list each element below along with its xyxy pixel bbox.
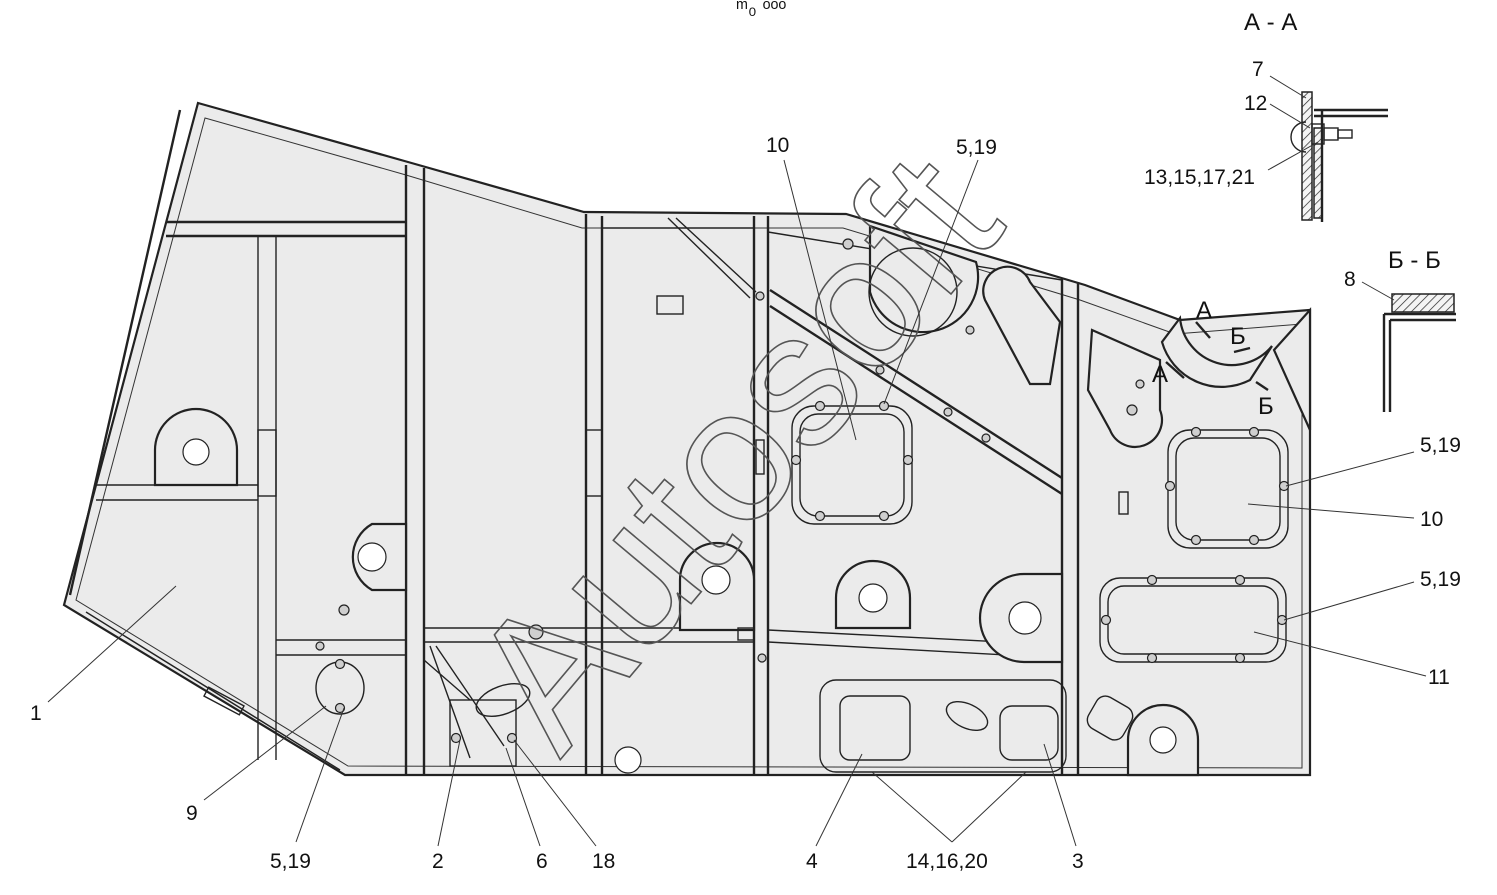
callout-labels: 1 9 5,19 2 6 18 4 14,16,20 3 10 5,19 5,1… xyxy=(30,58,1461,873)
cutouts xyxy=(203,295,1129,716)
callout-5-19-right-b: 5,19 xyxy=(1420,568,1461,591)
callout-14-16-20: 14,16,20 xyxy=(906,850,988,873)
callout-11: 11 xyxy=(1428,666,1450,689)
callout-2: 2 xyxy=(432,850,444,873)
diagonal-beam xyxy=(667,217,1063,496)
callout-12: 12 xyxy=(1244,92,1267,115)
callout-10-top: 10 xyxy=(766,134,789,157)
top-mark: ᵐ₀ ᵒᵒᵒ xyxy=(736,0,786,19)
callout-10-right: 10 xyxy=(1420,508,1443,531)
callout-5-19-bottom: 5,19 xyxy=(270,850,311,873)
section-aa-detail: А - А xyxy=(1244,9,1388,222)
callout-8: 8 xyxy=(1344,268,1356,291)
cut-mark-a-lower: А xyxy=(1152,361,1168,388)
callout-3: 3 xyxy=(1072,850,1084,873)
callout-7: 7 xyxy=(1252,58,1264,81)
callout-18: 18 xyxy=(592,850,615,873)
leader-lines xyxy=(47,75,1427,847)
callout-5-19-top: 5,19 xyxy=(956,136,997,159)
callout-13-15-17-21: 13,15,17,21 xyxy=(1144,166,1255,189)
section-aa-title: А - А xyxy=(1244,9,1297,36)
section-bb-detail: Б - Б xyxy=(1382,247,1456,412)
cut-mark-a-upper: А xyxy=(1196,297,1212,324)
vertical-posts xyxy=(257,165,1080,775)
section-cut-marks: А А Б Б xyxy=(1152,297,1274,420)
upper-guards xyxy=(868,224,1312,448)
bolts xyxy=(315,238,1290,744)
callout-4: 4 xyxy=(806,850,818,873)
callout-6: 6 xyxy=(536,850,548,873)
main-panel xyxy=(62,101,1312,777)
callout-1: 1 xyxy=(30,702,42,725)
callout-5-19-right-a: 5,19 xyxy=(1420,434,1461,457)
bearing-housing xyxy=(153,407,1200,777)
section-bb-title: Б - Б xyxy=(1388,247,1441,274)
callout-9: 9 xyxy=(186,802,198,825)
cut-mark-b-lower: Б xyxy=(1258,393,1274,420)
cut-mark-b-upper: Б xyxy=(1230,323,1246,350)
